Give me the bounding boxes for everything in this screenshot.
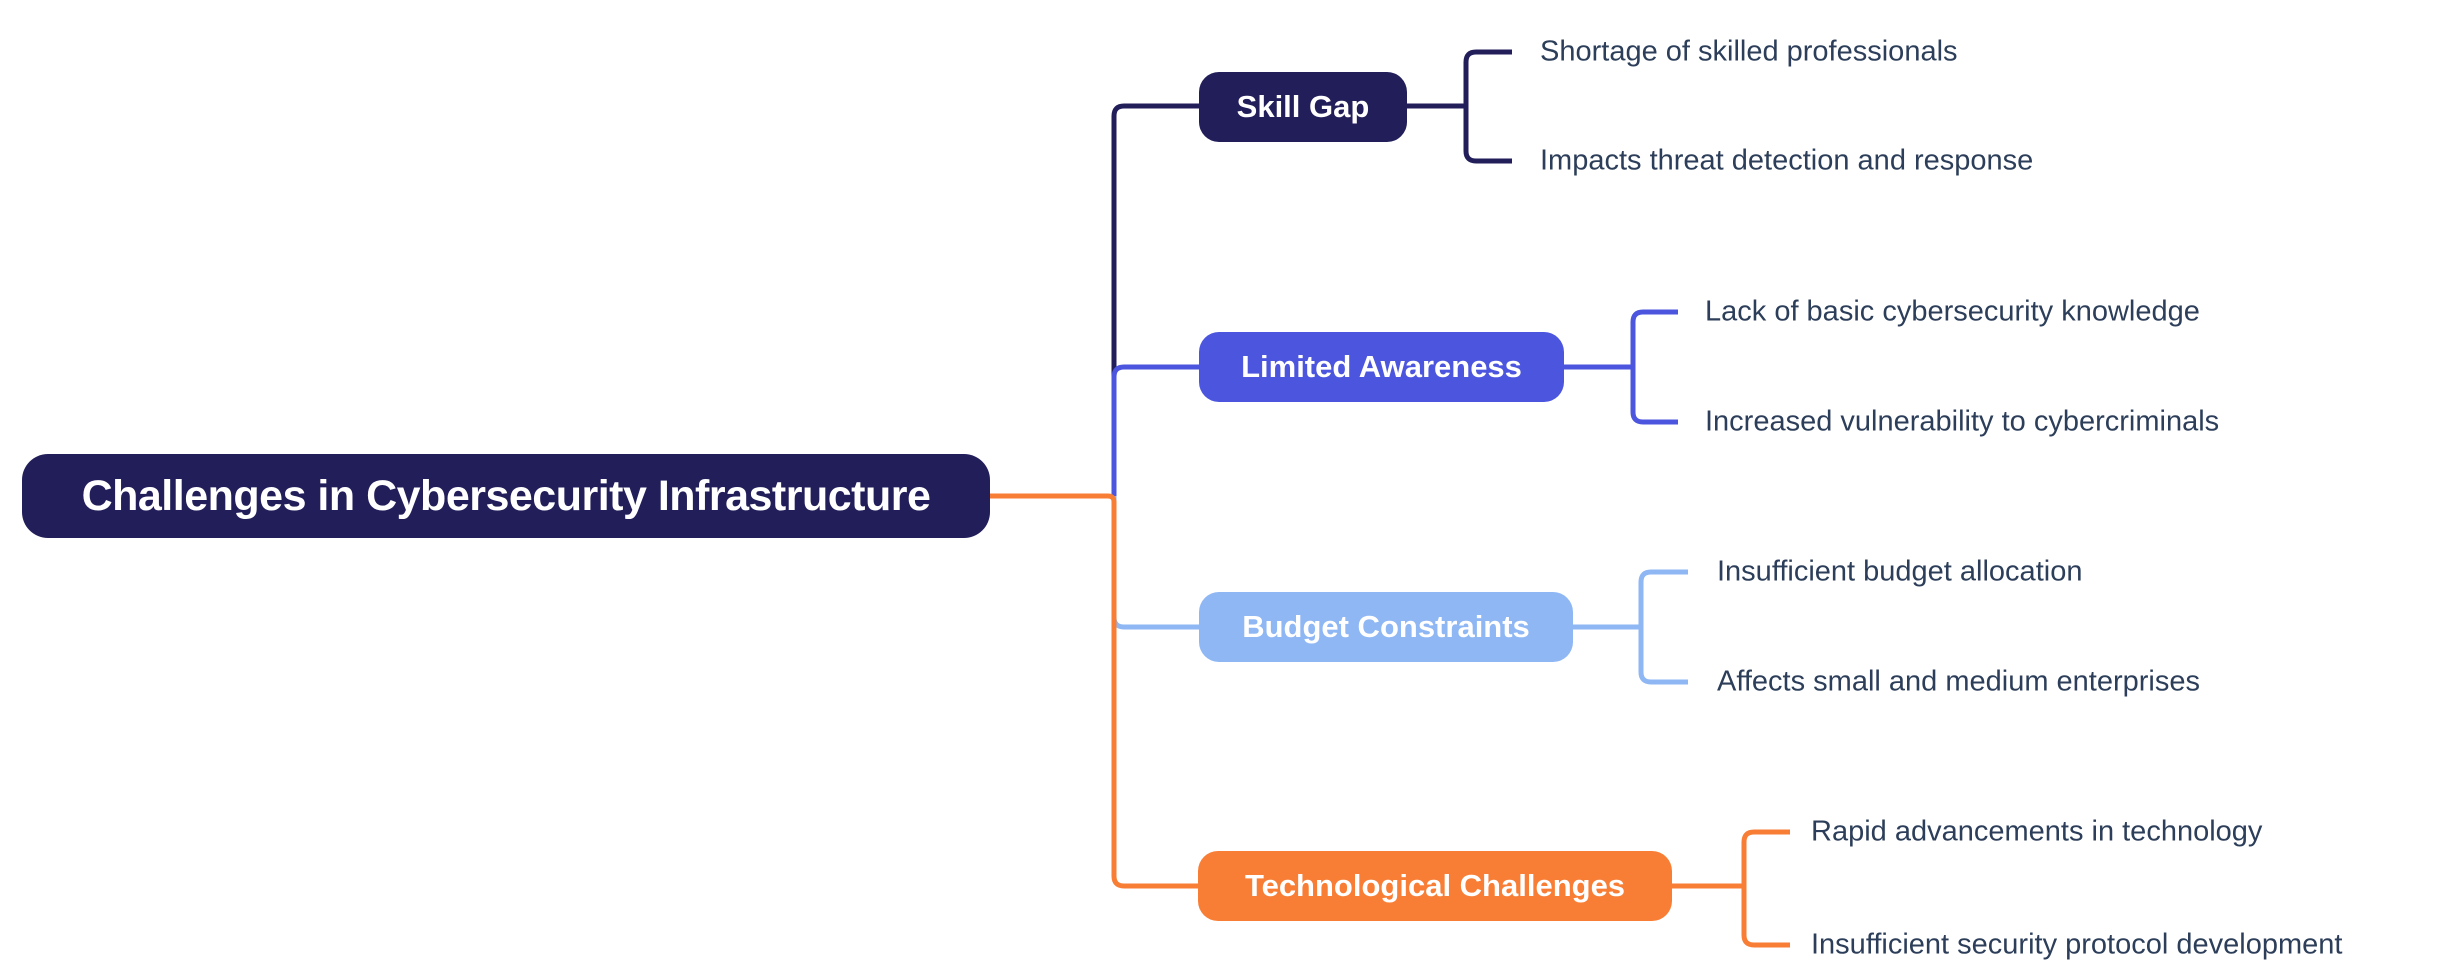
edge-trunk-to-skill-gap [1111, 103, 1199, 496]
branch-node-limited-awareness[interactable]: Limited Awareness [1199, 332, 1564, 402]
leaf-node-impacts-threat-detection[interactable]: Impacts threat detection and response [1540, 144, 2034, 177]
leaf-node-insufficient-security-protocol[interactable]: Insufficient security protocol developme… [1811, 928, 2343, 961]
root-node-label: Challenges in Cybersecurity Infrastructu… [81, 471, 931, 520]
edge-trunk-to-budget-constraints [1111, 496, 1199, 630]
edge-skill-gap-leaves [1463, 49, 1512, 164]
branch-node-label: Limited Awareness [1241, 349, 1522, 384]
leaf-node-insufficient-budget-allocation[interactable]: Insufficient budget allocation [1717, 555, 2083, 588]
branch-node-budget-constraints[interactable]: Budget Constraints [1199, 592, 1573, 662]
root-node[interactable]: Challenges in Cybersecurity Infrastructu… [22, 454, 990, 538]
edge-technological-challenges-leaves [1741, 829, 1790, 948]
edge-trunk-to-limited-awareness [1111, 364, 1199, 496]
leaf-node-lack-of-basic-cybersecurity-knowledge[interactable]: Lack of basic cybersecurity knowledge [1705, 295, 2200, 328]
leaf-node-shortage-of-skilled-professionals[interactable]: Shortage of skilled professionals [1540, 35, 1958, 68]
edge-budget-constraints-leaves [1638, 569, 1688, 685]
branch-node-label: Budget Constraints [1242, 609, 1530, 644]
leaf-node-increased-vulnerability[interactable]: Increased vulnerability to cybercriminal… [1705, 405, 2220, 438]
branch-node-label: Technological Challenges [1244, 868, 1626, 903]
branch-node-technological-challenges[interactable]: Technological Challenges [1198, 851, 1672, 921]
edge-root-to-technological-challenges [990, 493, 1198, 889]
leaf-node-rapid-advancements-technology[interactable]: Rapid advancements in technology [1811, 815, 2263, 848]
branch-node-skill-gap[interactable]: Skill Gap [1199, 72, 1407, 142]
branch-node-label: Skill Gap [1236, 89, 1370, 124]
leaf-node-affects-small-medium-enterprises[interactable]: Affects small and medium enterprises [1717, 665, 2201, 698]
edge-limited-awareness-leaves [1630, 309, 1678, 425]
